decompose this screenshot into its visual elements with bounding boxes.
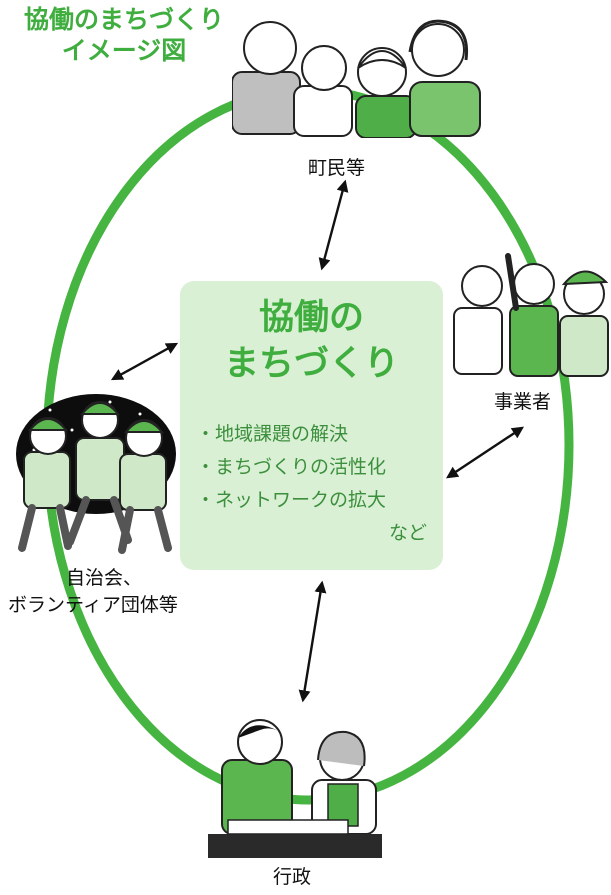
arrow-community [110, 342, 179, 381]
center-footer: など [388, 522, 427, 544]
node-residents-label: 町民等 [308, 157, 366, 179]
center-title: 協働の まちづくり [180, 295, 443, 387]
center-item-list: ・地域課題の解決 ・まちづくりの活性化 ・ネットワークの拡大 [196, 418, 386, 517]
node-business-label: 事業者 [494, 391, 552, 413]
community-illustration [16, 394, 176, 554]
node-community-label-1: 自治会、 [66, 567, 143, 589]
arrow-residents [318, 179, 349, 271]
diagram-title-line-1: 協働のまちづくり [23, 5, 224, 34]
center-box: 協働の まちづくり ・地域課題の解決 ・まちづくりの活性化 ・ネットワークの拡大… [180, 281, 443, 570]
center-item-3: ・ネットワークの拡大 [196, 489, 387, 511]
center-title-line-1: 協働の [258, 298, 364, 338]
arrow-government [298, 580, 327, 703]
business-illustration [453, 253, 609, 377]
center-item-2: ・まちづくりの活性化 [196, 456, 387, 478]
node-community-label-2: ボランティア団体等 [8, 594, 178, 616]
center-title-line-2: まちづくり [223, 344, 399, 384]
diagram-title-line-2: イメージ図 [61, 36, 187, 65]
government-illustration [208, 719, 382, 858]
arrow-business [445, 426, 525, 479]
center-item-1: ・地域課題の解決 [196, 423, 349, 445]
diagram-title: 協働のまちづくり イメージ図 [4, 4, 244, 66]
node-government-label: 行政 [273, 866, 312, 888]
residents-illustration [232, 19, 481, 138]
